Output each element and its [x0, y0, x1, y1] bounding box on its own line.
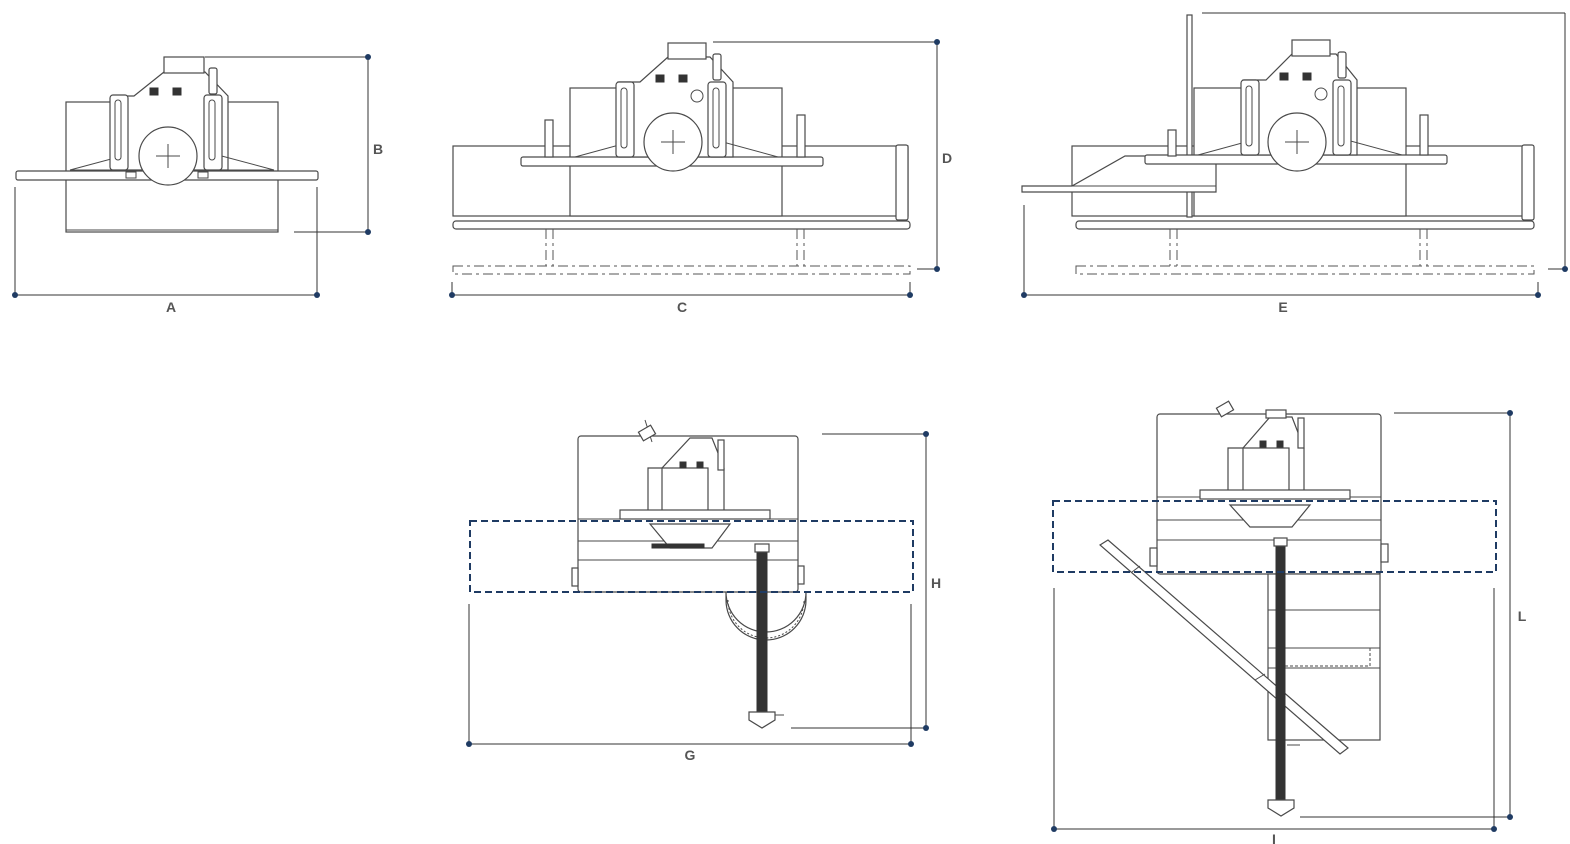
dimension-c: C — [449, 282, 913, 315]
dimension-c-label: C — [677, 299, 687, 315]
front-view-extended — [452, 42, 911, 275]
dimension-i: I — [1051, 588, 1497, 844]
dimension-g-label: G — [685, 747, 696, 763]
dimension-d: D — [713, 39, 952, 272]
dimension-i-label: I — [1272, 831, 1276, 844]
dimension-b-label: B — [373, 141, 383, 157]
head-cap — [163, 56, 205, 74]
dimension-b: B — [205, 54, 383, 235]
work-area-outline — [1052, 500, 1497, 573]
dimension-h: H — [791, 431, 941, 731]
vertical-fence — [1186, 14, 1193, 218]
dimension-h-label: H — [931, 575, 941, 591]
dimension-l: L — [1300, 410, 1527, 820]
dimension-e-label: E — [1278, 299, 1287, 315]
extension-extended-outline — [452, 265, 911, 275]
top-view-compact — [469, 419, 914, 729]
dimension-a-label: A — [166, 299, 176, 315]
dimension-d-label: D — [942, 150, 952, 166]
dimension-g: G — [466, 604, 914, 763]
front-view-side-table — [1021, 14, 1535, 275]
angled-side-arm — [1098, 539, 1349, 755]
fence-bar — [756, 543, 768, 713]
dimension-e: E — [1021, 205, 1541, 315]
dimension-l-label: L — [1518, 608, 1527, 624]
work-area-outline — [469, 520, 914, 593]
front-view-compact — [15, 56, 319, 233]
top-view-side-table — [1052, 400, 1497, 817]
dimension-f-top — [1202, 12, 1568, 272]
extension-rail — [452, 220, 911, 230]
dimension-a: A — [12, 187, 320, 315]
